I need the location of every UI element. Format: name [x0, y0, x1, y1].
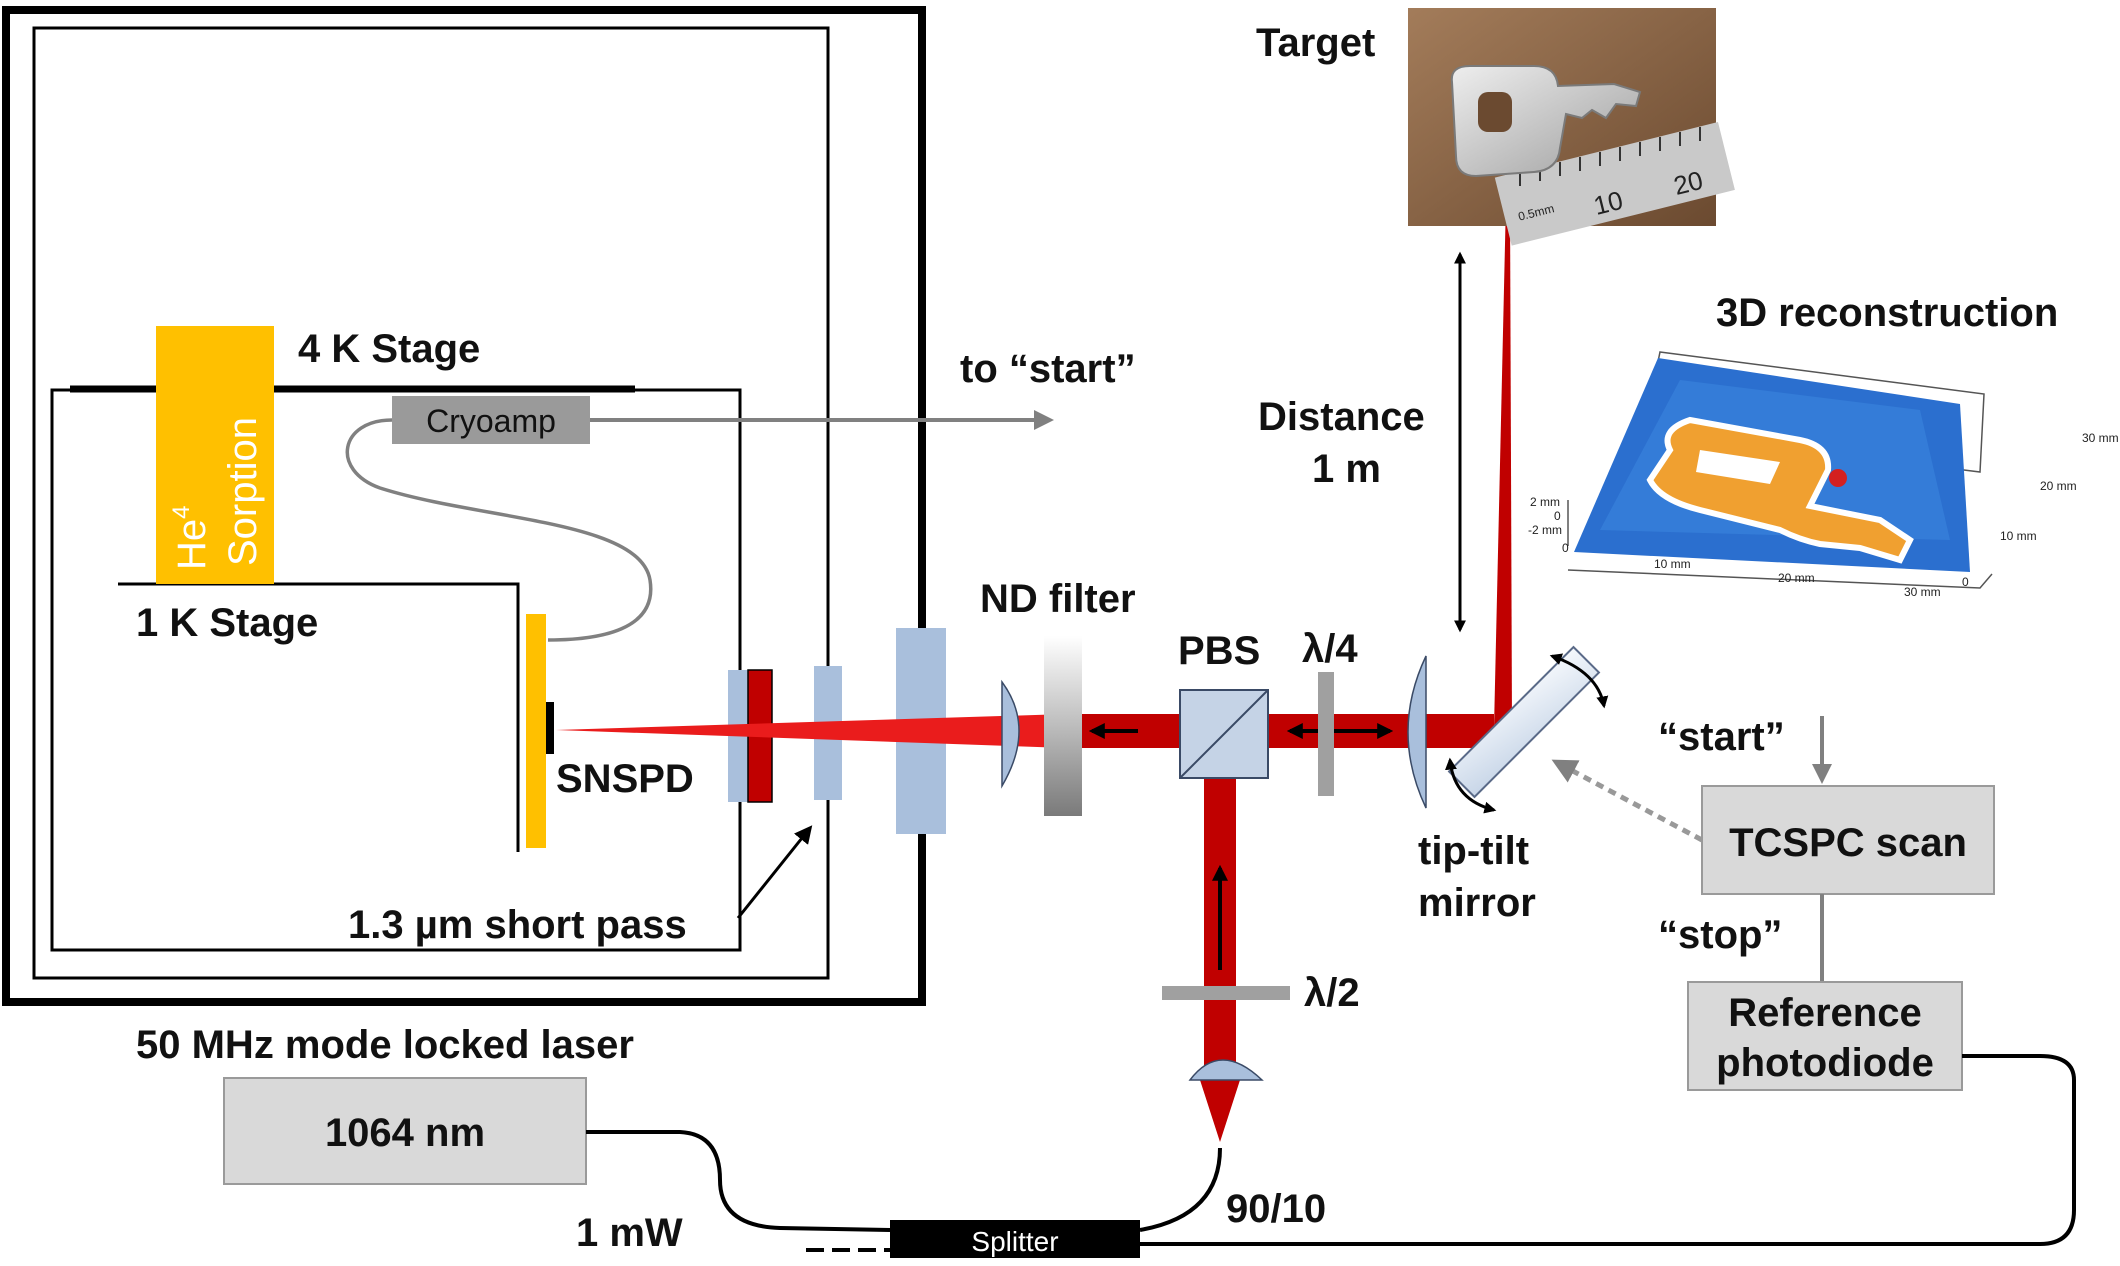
reference-label-line1: Reference [1728, 991, 1921, 1035]
y-tick-0: 0 [1962, 575, 1969, 589]
x-tick-20: 20 mm [1778, 571, 1815, 585]
cryoamp-box [392, 396, 590, 444]
splitter-label: Splitter [971, 1226, 1058, 1257]
he4-sorption-pump [156, 326, 274, 584]
ruler-ticks [1519, 127, 1701, 186]
reconstruction-plot: 3D reconstruction 2 mm 0 -2 mm 0 10 mm 2… [1528, 291, 2119, 599]
ruler [1494, 122, 1735, 246]
laser-title: 50 MHz mode locked laser [136, 1023, 634, 1067]
beam-focus-from-fiber [1200, 1080, 1240, 1142]
fiber-90-branch [1139, 1147, 1222, 1232]
laser-fiber [586, 1130, 891, 1232]
nd-filter-label: ND filter [980, 577, 1136, 621]
y-tick-10: 10 mm [2000, 529, 2037, 543]
distance-label-line2: 1 m [1312, 447, 1381, 491]
target-label: Target [1256, 21, 1375, 65]
short-pass-pointer [736, 825, 813, 919]
x-tick-30: 30 mm [1904, 585, 1941, 599]
power-label: 1 mW [576, 1211, 683, 1255]
snspd-chip [546, 702, 554, 754]
cryostat-outer-wall [2, 6, 926, 1006]
stage-1k-label: 1 K Stage [136, 601, 318, 645]
cryostat: 4 K Stage 1 K Stage He4 Sorption Cryoamp… [2, 6, 1054, 1006]
key-surface-hole [1696, 450, 1780, 484]
y-tick-20: 20 mm [2040, 479, 2077, 493]
distance-label-line1: Distance [1258, 395, 1425, 439]
z-tick-origin: 0 [1562, 541, 1569, 555]
svg-text:He4: He4 [168, 506, 214, 571]
tcspc-label: TCSPC scan [1729, 821, 1967, 865]
lens-collection [1001, 679, 1020, 789]
z-tick-low: -2 mm [1528, 523, 1562, 537]
key-hole [1478, 92, 1512, 132]
split-ratio-label: 90/10 [1226, 1187, 1326, 1231]
lens-fiber-collimator [1188, 1059, 1264, 1081]
snspd-mount [526, 614, 546, 848]
start-label: “start” [1658, 715, 1785, 759]
fiber-10-branch [1140, 1054, 2076, 1246]
mirror-tilt-arrow-lower [1444, 757, 1497, 814]
stage-4k-label: 4 K Stage [298, 327, 480, 371]
short-pass-label: 1.3 µm short pass [348, 903, 687, 947]
sorption-label: Sorption [221, 417, 265, 566]
ruler-mark-10: 10 [1591, 185, 1626, 221]
target-photo: 0.5mm 10 20 Target [1256, 8, 1735, 246]
he4-superscript: 4 [168, 506, 195, 519]
quarter-wave-plate [1318, 672, 1334, 796]
he4-label: He [170, 519, 214, 570]
he4-sorption-label: He4 [168, 506, 214, 571]
quarter-wave-label: λ/4 [1302, 627, 1358, 671]
focused-beam-to-snspd [556, 714, 1066, 748]
y-tick-30: 30 mm [2082, 431, 2119, 445]
nd-filter [1044, 636, 1082, 816]
cryoamp-cable [345, 418, 653, 642]
ruler-mark-20: 20 [1671, 165, 1706, 201]
lens-output [1407, 655, 1427, 809]
beam-to-target [1494, 200, 1512, 728]
half-wave-plate [1162, 986, 1290, 1000]
stage-4k-shield [50, 388, 742, 952]
tip-tilt-label-line2: mirror [1418, 881, 1536, 925]
plot-axis-front [1567, 569, 1993, 589]
mirror-tilt-arrow-upper [1549, 653, 1609, 709]
reference-photodiode-box [1687, 981, 1963, 1091]
half-wave-label: λ/2 [1304, 971, 1360, 1015]
to-start-label: to “start” [960, 347, 1136, 391]
fiber-splitter [890, 1220, 1140, 1258]
snspd-label: SNSPD [556, 757, 694, 801]
laser-box [223, 1077, 587, 1185]
scan-control-arrow [1551, 759, 1704, 843]
x-tick-10: 10 mm [1654, 557, 1691, 571]
laser-wavelength-label: 1064 nm [325, 1111, 485, 1155]
pbs-diagonal [1179, 689, 1269, 779]
tip-tilt-label-line1: tip-tilt [1418, 829, 1529, 873]
cryostat-inner-wall [32, 26, 830, 980]
z-tick-mid: 0 [1554, 509, 1561, 523]
reconstruction-title: 3D reconstruction [1716, 291, 2058, 335]
pbs-label: PBS [1178, 629, 1260, 673]
key-surface-peak [1829, 469, 1847, 487]
cryoamp-label: Cryoamp [426, 403, 556, 439]
collimated-beam-horizontal [1066, 714, 1494, 748]
reference-label-line2: photodiode [1716, 1041, 1934, 1085]
stop-label: “stop” [1658, 913, 1782, 957]
z-tick-top: 2 mm [1530, 495, 1560, 509]
tcspc-box [1701, 785, 1995, 895]
